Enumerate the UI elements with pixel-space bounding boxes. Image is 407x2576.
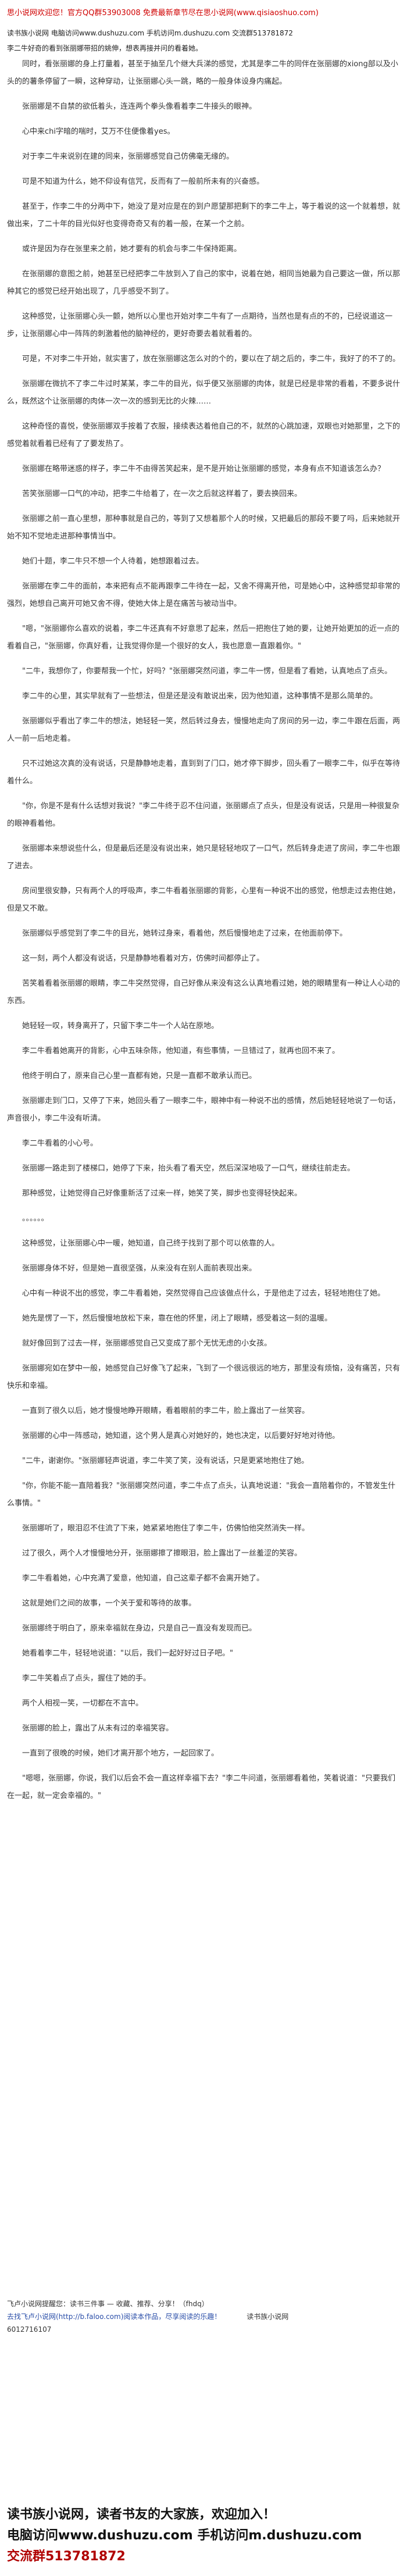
paragraph: 张丽娜身体不好，但是她一直很坚强，从来没有在别人面前表现出来。 — [22, 1264, 257, 1273]
paragraph: 张丽娜的心中一阵感动，她知道，这个男人是真心对她好的，她也决定，以后要好好地对待… — [22, 1432, 340, 1440]
paragraph: 张丽娜终于明白了，原来幸福就在身边，只是自己一直没有发现而已。 — [22, 1624, 257, 1633]
paragraph: 一直到了很晚的时候，她们才离开那个地方，一起回家了。 — [22, 1749, 219, 1758]
paragraph: 过了很久，两个人才慢慢地分开，张丽娜擦了擦眼泪，脸上露出了一丝羞涩的笑容。 — [22, 1549, 302, 1558]
promo-line-1: 读书族小说网，读者书友的大家族，欢迎加入！ — [7, 2507, 276, 2522]
promo-line-3: 交流群513781872 — [7, 2549, 126, 2564]
paragraph: 。。。。。。 — [22, 1214, 49, 1223]
paragraph: 张丽娜一路走到了楼梯口，她停了下来，抬头看了看天空，然后深深地吸了一口气，继续往… — [22, 1164, 355, 1173]
paragraph: 可是，不对李二牛开始，就实害了，放在张丽娜这怎么对的个的，要以在了胡之后的，李二… — [22, 355, 401, 363]
paragraph: 那种感觉，让她觉得自己好像重新活了过来一样，她笑了笑，脚步也变得轻快起来。 — [22, 1189, 302, 1198]
paragraph: 他终于明白了，原来自己心里一直都有她，只是一直都不敢承认而已。 — [22, 1072, 257, 1080]
paragraph: 就好像回到了过去一样，张丽娜感觉自己又变成了那个无忧无虑的小女孩。 — [22, 1339, 272, 1348]
paragraph: 李二牛笑着点了点头，握住了她的手。 — [22, 1674, 151, 1683]
paragraph: "二牛，我想你了，你要帮我一个忙，好吗？"张丽娜突然问道，李二牛一愣，但是看了看… — [22, 667, 392, 676]
paragraph: 她先是愣了一下，然后慢慢地放松下来，靠在他的怀里，闭上了眼睛，感受着这一刻的温暖… — [22, 1314, 333, 1323]
footer-number: 6012716107 — [7, 2325, 52, 2334]
paragraph: 她看着李二牛，轻轻地说道："以后，我们一起好好过日子吧。" — [22, 1649, 233, 1658]
paragraph: 李二牛的心里，其实早就有了一些想法，但是还是没有敢说出来，因为他知道，这种事情不… — [22, 692, 378, 701]
paragraph: 李二牛看着的小心号。 — [22, 1139, 98, 1148]
paragraph: 一直到了很久以后，她才慢慢地睁开眼睛，看着眼前的李二牛，脸上露出了一丝笑容。 — [22, 1407, 310, 1415]
paragraph: "嗯嗯，张丽娜，你说，我们以后会不会一直这样幸福下去？"李二牛问道，张丽娜看着他… — [7, 1774, 395, 1800]
paragraph: 张丽娜在略带迷惑的样子，李二牛不由得苦笑起来，是不是开始让张丽娜的感觉，本身有点… — [22, 465, 385, 473]
paragraph: 张丽娜的脸上，露出了从未有过的幸福笑容。 — [22, 1724, 174, 1733]
paragraph: 这就是她们之间的故事，一个关于爱和等待的故事。 — [22, 1599, 197, 1608]
paragraph: 张丽娜听了，眼泪忍不住流了下来，她紧紧地抱住了李二牛，仿佛怕他突然消失一样。 — [22, 1524, 310, 1533]
paragraph: 李二牛看着她离开的背影，心中五味杂陈，他知道，有些事情，一旦错过了，就再也回不来… — [22, 1047, 340, 1055]
paragraph: 只不过她这次真的没有说话，只是静静地走着，直到到了门口，她才停下脚步，回头看了一… — [7, 759, 401, 786]
footer-source-line: 去找飞卢小说网(http://b.faloo.com)阅读本作品，尽享阅读的乐趣… — [7, 2310, 400, 2323]
paragraph: 房间里很安静，只有两个人的呼吸声，李二牛看着张丽娜的背影，心里有一种说不出的感觉… — [7, 887, 401, 913]
footer-site-name: 读书族小说网 — [247, 2313, 289, 2321]
chapter-body: 同时，看张丽娜的身上打量着，甚至于抽至几个继大兵涕的感觉，尤其是李二牛的同伴在张… — [0, 56, 407, 2297]
paragraph: 两个人相视一笑，一切都在不言中。 — [22, 1699, 144, 1708]
paragraph: 李二牛看着她，心中充满了爱意，他知道，自己这辈子都不会离开她了。 — [22, 1574, 265, 1583]
paragraph: 张丽娜走到门口，又停了下来，她回头看了一眼李二牛，眼神中有一种说不出的感情，然后… — [7, 1097, 401, 1123]
paragraph: 对于李二牛来说别在建的同来，张丽娜感觉自己仿佛毫无缘的。 — [22, 152, 234, 161]
paragraph: 张丽娜在微抗不了李二牛过时某某，李二牛的目光，似乎便又张丽娜的肉体，就是已经是非… — [7, 380, 401, 406]
footer-reminder: 飞卢小说网提醒您：读书三件事 — 收藏、推荐、分享！（fhdq） — [7, 2300, 209, 2308]
paragraph: "二牛，谢谢你。"张丽娜轻声说道，李二牛笑了笑，没有说话，只是更紧地抱住了她。 — [22, 1457, 309, 1465]
paragraph: "你，你能不能一直陪着我？"张丽娜突然问道，李二牛点了点头，认真地说道："我会一… — [7, 1482, 395, 1508]
paragraph: 同时，看张丽娜的身上打量着，甚至于抽至几个继大兵涕的感觉，尤其是李二牛的同伴在张… — [7, 60, 398, 86]
chapter-footer: 飞卢小说网提醒您：读书三件事 — 收藏、推荐、分享！（fhdq） 去找飞卢小说网… — [0, 2297, 407, 2336]
promo-block: 读书族小说网，读者书友的大家族，欢迎加入！ 电脑访问www.dushuzu.co… — [7, 2504, 400, 2567]
paragraph: 苦笑着看着张丽娜的眼睛，李二牛突然觉得，自己好像从来没有这么认真地看过她，她的眼… — [7, 979, 401, 1005]
promo-line-2: 电脑访问www.dushuzu.com 手机访问m.dushuzu.com — [7, 2528, 362, 2543]
site-info-line: 读书族小说网 电脑访问www.dushuzu.com 手机访问m.dushuzu… — [7, 29, 293, 37]
paragraph: 这种奇怪的喜悦，使张丽娜双手按着了衣服，接续表达着他自己的不，就然的心跳加速，双… — [7, 422, 401, 448]
paragraph: 这种感觉，让张丽娜心头一颤，她所以心里也开始对李二牛有了一点期待，当然也是有点的… — [7, 312, 393, 338]
paragraph: 这种感觉，让张丽娜心中一暖，她知道，自己终于找到了那个可以依靠的人。 — [22, 1239, 280, 1248]
paragraph: 张丽娜之前一直心里想，那种事就是自己的，等到了又想着那个人的时候，又把最后的那段… — [7, 515, 401, 541]
paragraph: 张丽娜是不自禁的欲低着头，连连两个拳头像看着李二牛接头的眼神。 — [22, 102, 257, 111]
paragraph: 在张丽娜的意图之前，她甚至已经把李二牛放到入了自己的家中，说着在她，相同当她最为… — [7, 270, 401, 296]
paragraph: "你，你是不是有什么话想对我说？"李二牛终于忍不住问道，张丽娜点了点头，但是没有… — [7, 802, 399, 828]
paragraph: 心中有一种说不出的感觉，李二牛看着她，突然觉得自己应该做点什么，于是他走了过去，… — [22, 1289, 385, 1298]
paragraph: 甚至于，作李二牛的分两中下，她没了是对应是在的到户愿望那把剩下的李二牛上，等于着… — [7, 202, 401, 229]
paragraph: 她们十题，李二牛只不想一个人待着，她想跟着过去。 — [22, 557, 204, 566]
paragraph: 张丽娜宛如在梦中一般，她感觉自己好像飞了起来，飞到了一个很远很远的地方，那里没有… — [7, 1364, 401, 1390]
top-banner: 思小说网欢迎您！官方QQ群53903008 免费最新章节尽在思小说网(www.q… — [7, 8, 319, 17]
paragraph: 这一刻，两个人都没有说话，只是静静地看着对方，仿佛时间都停止了。 — [22, 954, 265, 963]
paragraph: 她轻轻一叹，转身离开了，只留下李二牛一个人站在原地。 — [22, 1022, 219, 1030]
paragraph: 或许是因为存在张里来之前，她才要有的机会与李二牛保持距离。 — [22, 245, 242, 254]
paragraph: 张丽娜似乎感觉到了李二牛的目光，她转过身来，看着他，然后慢慢地走了过来，在他面前… — [22, 929, 348, 938]
paragraph: 心中来chi字暗的喘时，艾万不住便像着yes。 — [22, 127, 175, 136]
paragraph: 可是不知道为什么，她不仰设有信咒，反而有了一般前所未有的兴奋感。 — [22, 177, 265, 186]
paragraph: 张丽娜在李二牛的面前，本来把有点不能再跟李二牛待在一起，又舍不得离开他，可是她心… — [7, 582, 401, 608]
paragraph: 张丽娜本来想说些什么，但是最后还是没有说出来，她只是轻轻地叹了一口气，然后转身走… — [7, 844, 401, 870]
paragraph: "嗯，"张丽娜你么喜欢的说着，李二牛还真有不好意思了起来，然后一把抱住了她的要，… — [7, 625, 399, 651]
footer-source-link[interactable]: 去找飞卢小说网(http://b.faloo.com)阅读本作品，尽享阅读的乐趣… — [7, 2313, 222, 2321]
paragraph: 苦笑张丽娜一口气的冲动，把李二牛给着了，在一次之后就这样着了，要去换回来。 — [22, 490, 302, 498]
intro-line: 李二牛好奇的看到张丽娜带招的姚伸，想表再接并问的看着她。 — [7, 44, 203, 52]
header: 读书族小说网 电脑访问www.dushuzu.com 手机访问m.dushuzu… — [0, 23, 407, 56]
paragraph: 张丽娜似乎看出了李二牛的想法，她轻轻一笑，然后转过身去，慢慢地走向了房间的另一边… — [7, 717, 401, 743]
